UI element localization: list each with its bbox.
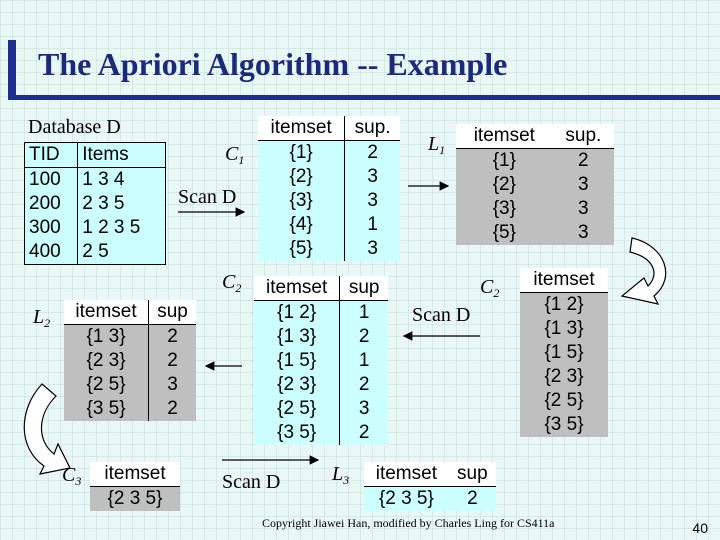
table-row: {3 5}2 [64, 397, 196, 421]
table-row: {1}2 [258, 140, 400, 165]
table-row: {5}3 [456, 221, 614, 245]
table-row: {3}3 [258, 189, 400, 213]
table-header: itemset [364, 462, 449, 487]
table-row: {3}3 [456, 197, 614, 221]
curved-arrow-l2-to-c3 [23, 383, 71, 475]
table-row: {1 3}2 [64, 324, 196, 349]
table-header: sup. [552, 124, 614, 149]
l2-table: itemset sup {1 3}2 {2 3}2 {2 5}3 {3 5}2 [64, 300, 196, 421]
table-header: itemset [254, 276, 340, 301]
table-header: itemset [64, 300, 149, 325]
l1-label: L1 [428, 133, 446, 157]
scan-d-label-3: Scan D [222, 471, 281, 493]
table-row: {1 3} [520, 317, 608, 341]
table-header: sup [339, 276, 388, 301]
table-row: {2 3 5}2 [364, 486, 496, 511]
table-row: {1 3}2 [254, 325, 388, 349]
database-label: Database D [28, 116, 121, 138]
table-header: TID [24, 142, 78, 168]
c2-count-table: itemset sup {1 2}1 {1 3}2 {1 5}1 {2 3}2 … [254, 276, 388, 445]
table-header: Items [77, 142, 166, 168]
table-header: itemset [456, 124, 553, 149]
table-header: itemset [520, 268, 608, 293]
footer-copyright: Copyright Jiawei Han, modified by Charle… [262, 516, 555, 530]
table-header: sup [148, 300, 196, 325]
table-header: itemset [258, 116, 345, 141]
table-row: {2 3} [520, 365, 608, 389]
table-row: {2 5}3 [254, 397, 388, 421]
page-title: The Apriori Algorithm -- Example [38, 46, 508, 82]
table-row: {1 5} [520, 341, 608, 365]
table-row: {2}3 [456, 173, 614, 197]
table-row: {4}1 [258, 213, 400, 237]
table-row: {1 2} [520, 292, 608, 317]
table-row: {1 2}1 [254, 300, 388, 325]
table-row: {1}2 [456, 148, 614, 173]
scan-d-label-1: Scan D [178, 186, 237, 208]
table-header: sup. [344, 116, 400, 141]
table-row: {2 3}2 [64, 349, 196, 373]
c3-table: itemset {2 3 5} [90, 462, 180, 511]
l2-label: L2 [33, 306, 51, 330]
l1-table: itemset sup. {1}2 {2}3 {3}3 {5}3 [456, 124, 614, 245]
table-row: {2 3 5} [90, 486, 180, 511]
table-row: {3 5}2 [254, 421, 388, 445]
table-row: {3 5} [520, 413, 608, 437]
table-row: {2 5}3 [64, 373, 196, 397]
title-accent-bar [8, 40, 720, 98]
page-number: 40 [692, 520, 708, 536]
table-row: {5}3 [258, 237, 400, 261]
table-row: {2}3 [258, 165, 400, 189]
l3-table: itemset sup {2 3 5}2 [364, 462, 496, 511]
l3-label: L3 [332, 463, 350, 487]
table-row: {2 3}2 [254, 373, 388, 397]
table-header: sup [448, 462, 496, 487]
table-row: {1 5}1 [254, 349, 388, 373]
scan-d-label-2: Scan D [412, 304, 471, 326]
c2-left-label: C2 [222, 271, 242, 295]
curved-arrow-l1-to-c2 [620, 237, 667, 305]
c1-table: itemset sup. {1}2 {2}3 {3}3 {4}1 {5}3 [258, 116, 400, 261]
title-underline [8, 95, 720, 100]
table-header: itemset [90, 462, 180, 487]
c2-right-label: C2 [480, 276, 500, 300]
c1-label: C1 [225, 143, 245, 167]
c2-itemset-table: itemset {1 2} {1 3} {1 5} {2 3} {2 5} {3… [520, 268, 608, 437]
table-row: {2 5} [520, 389, 608, 413]
